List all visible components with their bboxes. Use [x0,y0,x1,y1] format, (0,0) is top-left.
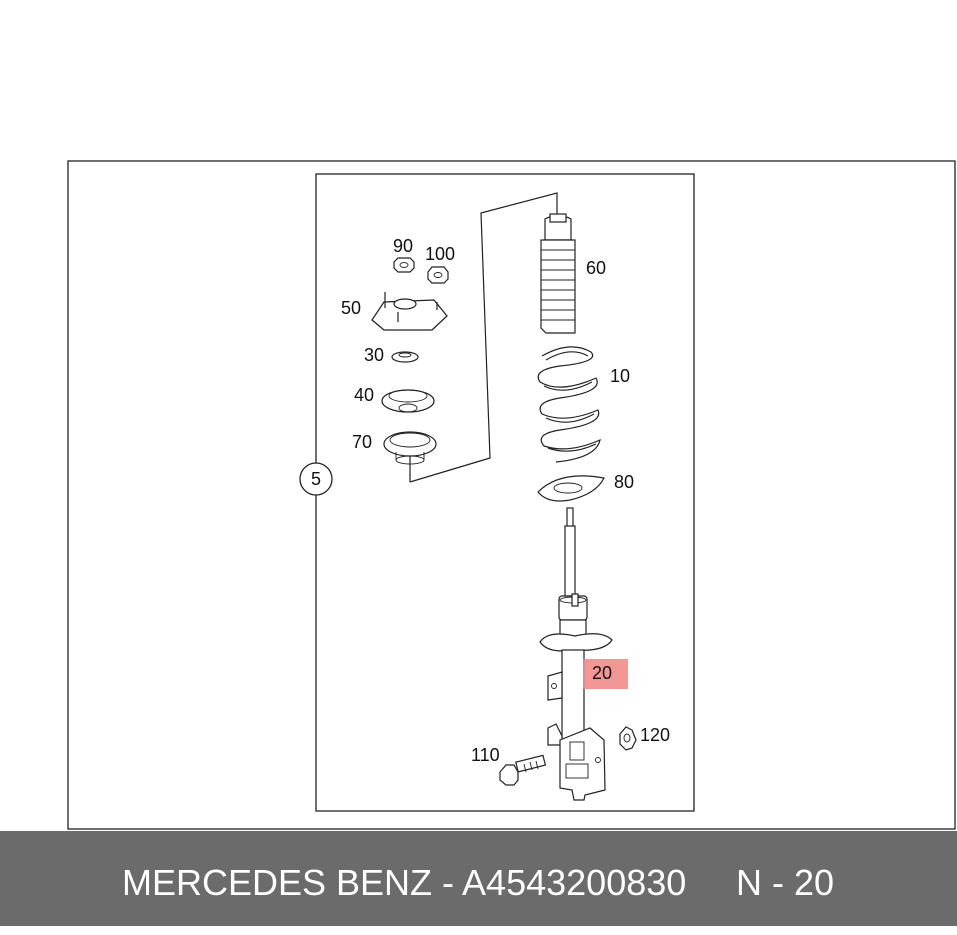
position-number: N - 20 [736,862,835,903]
part-110-bolt [499,754,547,786]
inner-frame [315,173,695,812]
callout-10: 10 [610,366,630,386]
callout-40: 40 [354,385,374,405]
callout-50: 50 [341,298,361,318]
part-10-coil-spring [537,346,601,463]
part-40-bearing [381,389,435,413]
parts-diagram: 5 90 100 50 30 40 70 [67,160,956,830]
part-100-nut [427,266,449,284]
callout-110: 110 [471,745,500,765]
part-120-nut [619,726,637,751]
part-30-washer [391,351,419,363]
callout-60: 60 [586,258,606,278]
callout-5-label: 5 [311,469,321,489]
strut-assembly-drawing: 5 90 100 50 30 40 70 [67,160,956,830]
callout-5: 5 [299,462,333,496]
outer-frame [67,160,956,830]
callout-70: 70 [352,432,372,452]
brand-part-number: MERCEDES BENZ - A4543200830 [122,862,687,903]
part-90-nut [393,257,415,273]
callout-120: 120 [640,725,670,745]
group-bracket-line [409,192,558,483]
part-50-top-mount [371,292,448,331]
callout-20: 20 [592,663,612,683]
part-70-spring-seat [383,431,437,465]
part-80-spring-pad [537,475,605,502]
callout-30: 30 [364,345,384,365]
callout-90: 90 [393,236,413,256]
part-20-shock-absorber [539,507,613,801]
callout-20-highlight [583,659,628,689]
callout-80: 80 [614,472,634,492]
footer-bar: MERCEDES BENZ - A4543200830 N - 20 [0,831,957,926]
callout-100: 100 [425,244,455,264]
part-60-dust-boot [540,213,576,334]
